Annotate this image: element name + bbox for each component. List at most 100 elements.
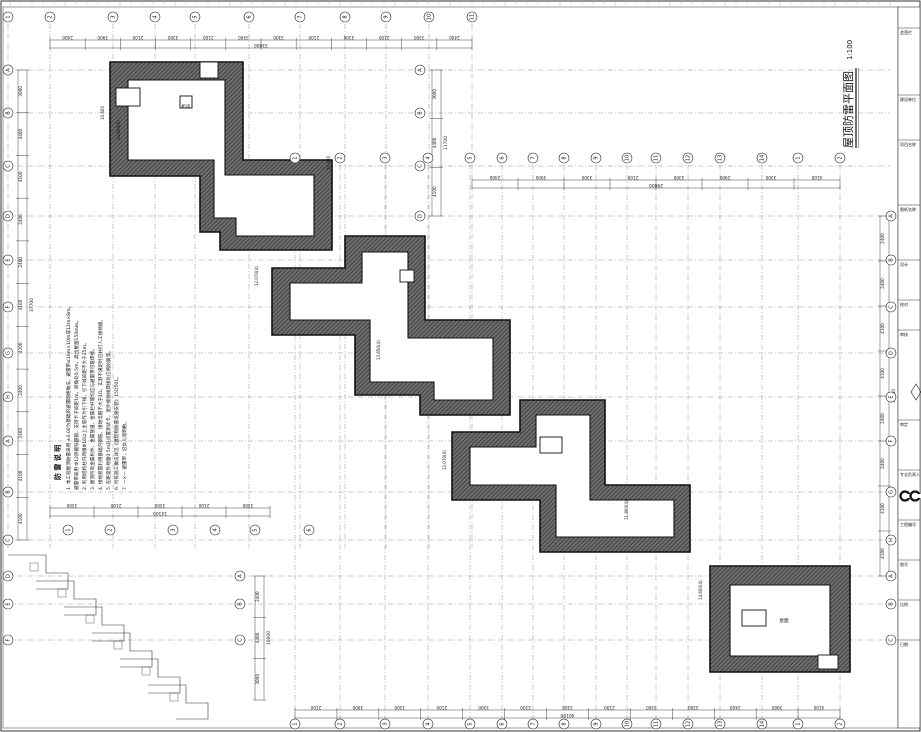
dim-mid-label: 3900 xyxy=(535,175,546,180)
axis-bubble xyxy=(714,718,726,730)
axis-bubble xyxy=(104,524,116,536)
dim-bottom-label: 3900 xyxy=(352,705,363,710)
axis-bubble-label: F xyxy=(6,305,12,308)
title-block-cell: 会签栏 xyxy=(900,29,912,35)
axis-bubble xyxy=(2,160,14,172)
dim-left-label: 3000 xyxy=(18,86,23,97)
axis-bubble xyxy=(2,107,14,119)
axis-bubble-label: 4 xyxy=(426,156,432,159)
dim-mid-label: 3300 xyxy=(581,175,592,180)
dim-mid-label: 2400 xyxy=(489,175,500,180)
dim-bottom-label: 4100 xyxy=(813,705,824,710)
axis-bubble xyxy=(414,160,426,172)
axis-bubble xyxy=(303,524,315,536)
dim-bottom-left-total: 14100 xyxy=(153,510,167,516)
key-plan-block xyxy=(36,580,97,616)
axis-bubble-label: 10 xyxy=(625,155,631,161)
axis-bubble-label: C xyxy=(6,538,12,542)
drawing-title-group: 屋顶防雷平面图 1:100 xyxy=(841,40,859,148)
building-roof-plan: 机房屋面10.40012.070(4)13.650(4)12.070(4)11.… xyxy=(100,61,851,673)
dim-right-lower-label: 2400 xyxy=(255,591,260,602)
key-plan-marker xyxy=(29,562,39,572)
axis-bubble xyxy=(289,152,301,164)
axis-bubble-label: A xyxy=(238,574,244,578)
axis-bubble xyxy=(107,11,119,23)
axis-bubble-label: G xyxy=(6,351,12,355)
notes-heading: 防 雷 说 明 xyxy=(53,445,62,480)
notes-line-1: 1. 本工程屋顶防雷采用 ±0.00为基础的避雷网格做法，避雷带≤10m×10m… xyxy=(65,304,72,490)
axis-bubble xyxy=(2,301,14,313)
title-block-cell: 工程编号 xyxy=(900,521,916,527)
elevation-tag: 12.070(4) xyxy=(442,450,447,470)
axis-bubble-label: 5 xyxy=(468,722,474,725)
block2-inner xyxy=(289,251,494,401)
axis-bubble-label: C xyxy=(889,305,895,309)
axis-bubble-label: 13 xyxy=(718,155,724,161)
axis-bubble-label: D xyxy=(6,214,12,218)
dim-mid-label: 2900 xyxy=(719,175,730,180)
title-block-cell: 专业负责人 xyxy=(900,471,920,477)
notes-line-7: 6. 所有施工做法详见《建筑物防雷设施安装》15D501。 xyxy=(113,374,120,490)
axis-bubble xyxy=(2,391,14,403)
axis-bubble-label: 7 xyxy=(531,722,537,725)
dim-top-label: 2100 xyxy=(203,35,214,40)
dim-bottom-label: 2100 xyxy=(436,705,447,710)
axis-bubble-label: 9 xyxy=(594,156,600,159)
axis-bubble-label: 2 xyxy=(338,156,344,159)
dim-bottom-label: 2400 xyxy=(730,705,741,710)
axis-bubble-label: 6 xyxy=(500,722,506,725)
key-plan-block xyxy=(8,554,69,590)
axis-bubble-label: 10 xyxy=(625,721,631,727)
axis-bubble-label: 8 xyxy=(343,15,349,18)
key-plan-marker xyxy=(113,640,123,650)
axis-bubble xyxy=(834,152,846,164)
axis-bubble-label: F xyxy=(889,439,895,442)
dim-bottom-label: 3300 xyxy=(394,705,405,710)
axis-bubble-label: E xyxy=(889,395,895,398)
axis-bubble-label: A xyxy=(6,68,12,72)
axis-bubble-label: B xyxy=(6,490,12,494)
elevation-tag: 12.070(4) xyxy=(254,266,259,286)
dim-left-label: 4100 xyxy=(18,299,23,310)
dim-top-total: 33000 xyxy=(254,42,268,48)
axis-bubble xyxy=(379,718,391,730)
axis-bubble xyxy=(650,152,662,164)
axis-bubble-label: 5 xyxy=(468,156,474,159)
axis-bubble xyxy=(756,718,768,730)
axis-bubble xyxy=(885,347,897,359)
axis-bubble-label: 14 xyxy=(760,155,766,161)
elevation-tag: 10.400 xyxy=(326,156,331,170)
axis-bubble xyxy=(380,11,392,23)
axis-bubble xyxy=(885,634,897,646)
axis-bubble-label: 9 xyxy=(594,722,600,725)
axis-bubble xyxy=(590,718,602,730)
axis-bubble xyxy=(167,524,179,536)
axis-bubble-label: 6 xyxy=(247,15,253,18)
axis-bubble xyxy=(423,11,435,23)
axis-bubble-label: D xyxy=(6,574,12,578)
notes-line-5: 4. 接地装置利用基础内钢筋，接地电阻不大于1Ω，实测不满足时应补打人工接地极。 xyxy=(97,317,104,490)
axis-bubble xyxy=(294,11,306,23)
axis-bubble-label: 1 xyxy=(6,15,12,18)
axis-bubble xyxy=(44,11,56,23)
company-logo xyxy=(899,490,921,502)
title-block-cell: 图号 xyxy=(900,561,908,567)
key-plan-block xyxy=(64,606,125,642)
dim-bottom-label: 2100 xyxy=(310,705,321,710)
axis-bubble-label: B xyxy=(889,258,895,262)
dim-left2-total: 11700 xyxy=(443,136,449,150)
dim-top-label: 2100 xyxy=(378,35,389,40)
key-plan xyxy=(8,554,209,720)
title-block-cell: 日期 xyxy=(900,641,908,647)
axis-bubble xyxy=(682,718,694,730)
axis-bubble-label: A xyxy=(418,68,424,72)
axis-bubble xyxy=(558,152,570,164)
dim-right-lower-label: 4400 xyxy=(255,632,260,643)
axis-bubble xyxy=(209,524,221,536)
axis-bubble xyxy=(379,152,391,164)
title-block-cell: 建设单位 xyxy=(900,96,916,102)
notes-line-6: 5. 在距室外地面0.5m处设置测试卡，室外接地线焊接处应刷防腐漆。 xyxy=(105,348,112,490)
axis-bubble-label: 1 xyxy=(66,528,72,531)
axis-bubble-label: 3 xyxy=(383,156,389,159)
axis-bubble xyxy=(885,210,897,222)
